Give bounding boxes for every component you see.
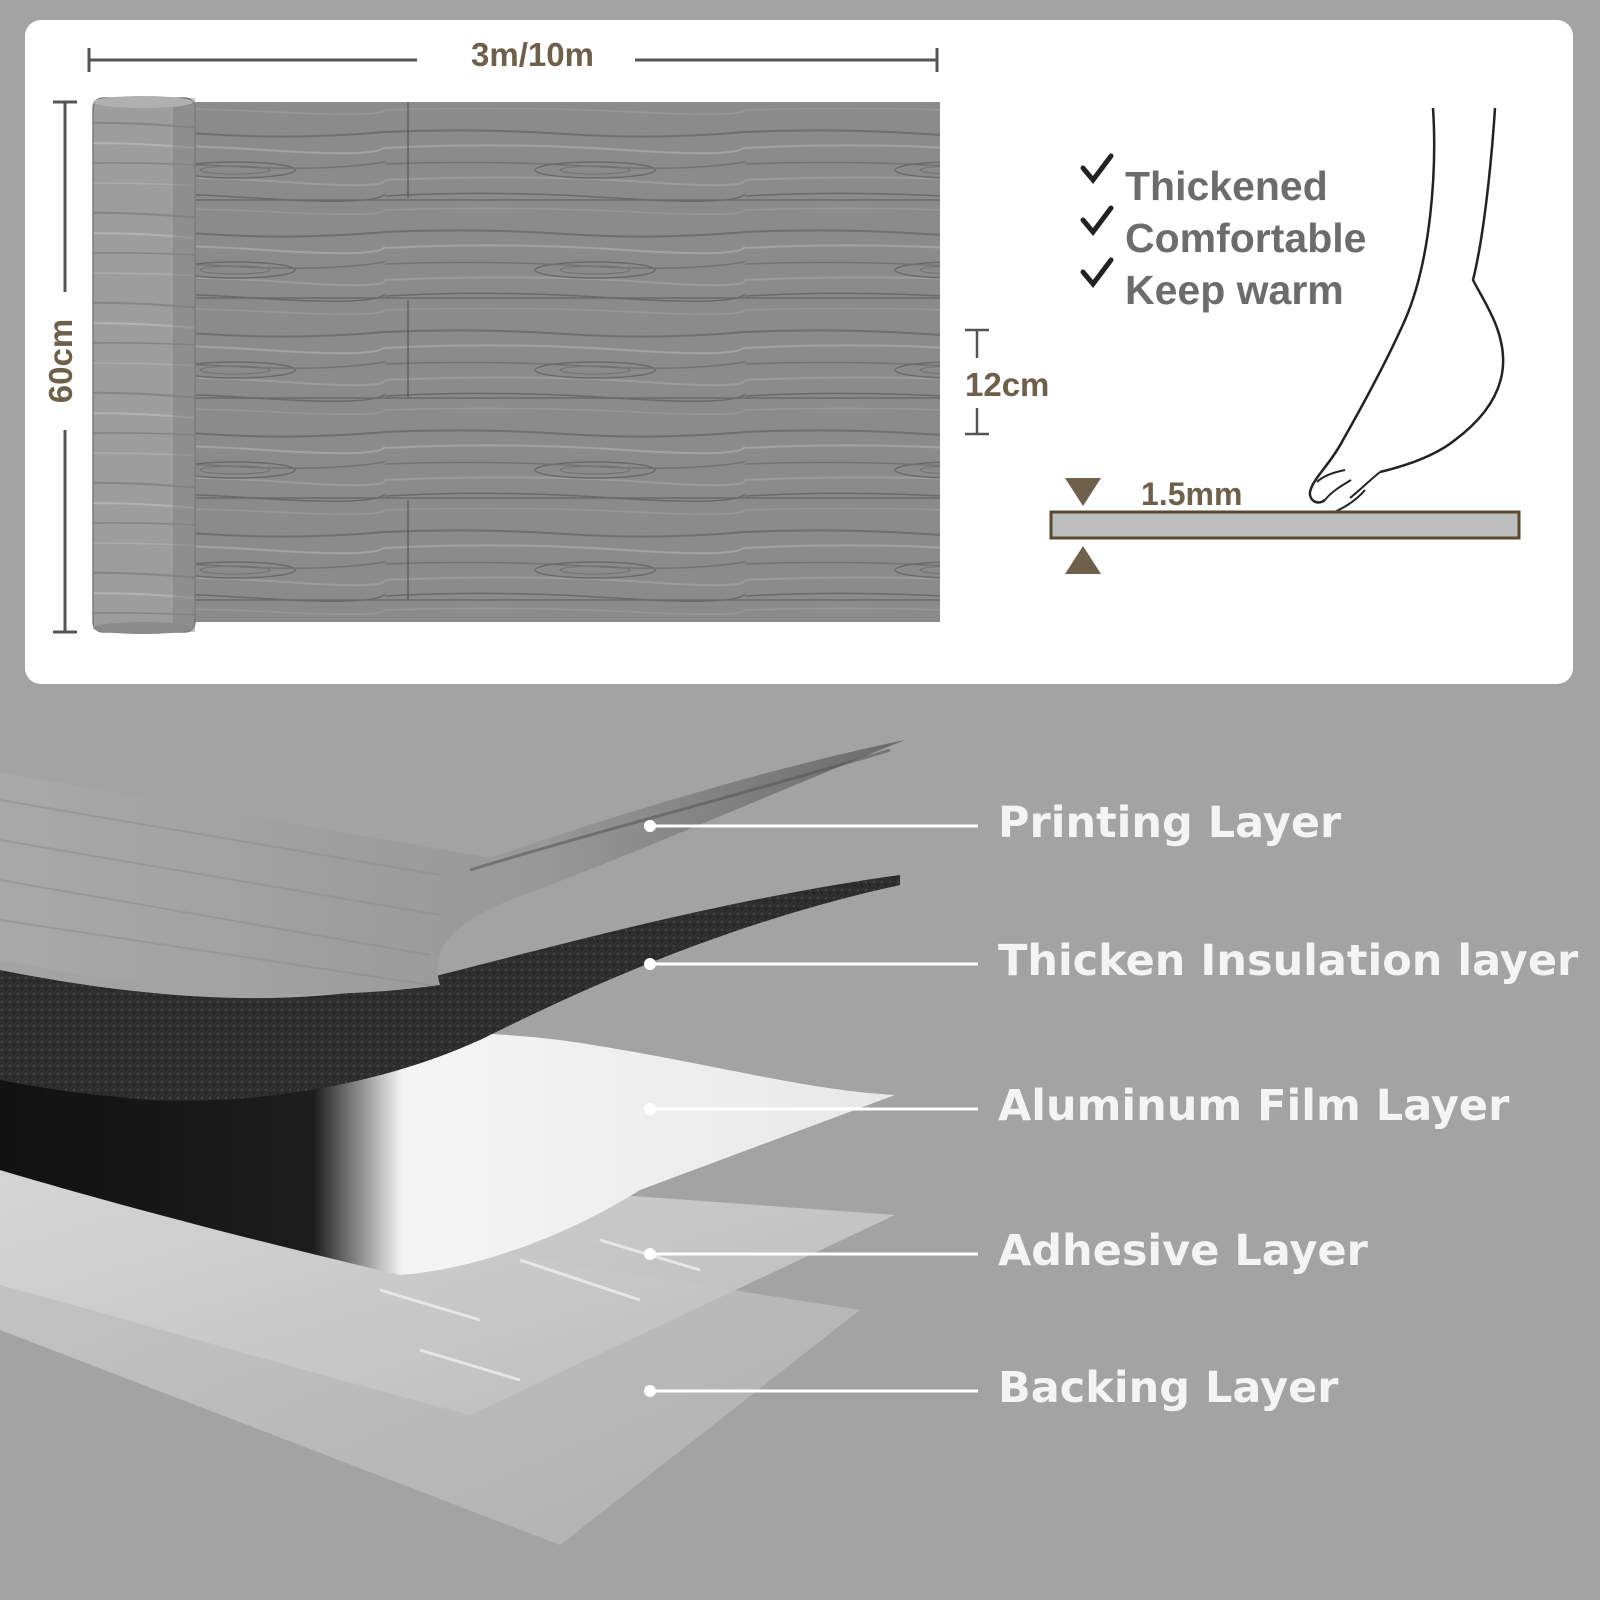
arrow-up-icon bbox=[1065, 546, 1101, 574]
feature-label: Comfortable bbox=[1125, 214, 1367, 261]
feature-item: Keep warm bbox=[1125, 264, 1366, 316]
printing-layer-label: Printing Layer bbox=[998, 798, 1342, 848]
printing-layer-leader bbox=[644, 820, 978, 832]
backing-layer-label: Backing Layer bbox=[998, 1363, 1339, 1413]
feature-item: Thickened bbox=[1125, 160, 1366, 212]
checkmark-icon bbox=[1080, 153, 1114, 185]
adhesive-layer-label: Adhesive Layer bbox=[998, 1226, 1368, 1276]
insulation-layer-label: Thicken Insulation layer bbox=[998, 936, 1579, 986]
aluminum-layer-leader bbox=[644, 1103, 978, 1115]
length-dimension-line bbox=[87, 48, 939, 72]
aluminum-layer-label: Aluminum Film Layer bbox=[998, 1081, 1510, 1131]
plank-width-dimension-line bbox=[965, 328, 989, 436]
checkmark-icon bbox=[1080, 257, 1114, 289]
feature-label: Thickened bbox=[1125, 162, 1328, 209]
arrow-down-icon bbox=[1065, 478, 1101, 506]
thickness-diagram bbox=[1049, 478, 1521, 574]
length-label: 3m/10m bbox=[471, 36, 594, 73]
width-dimension-line bbox=[53, 100, 77, 634]
thickness-label: 1.5mm bbox=[1141, 476, 1243, 512]
plank-width-label: 12cm bbox=[965, 366, 1050, 403]
feature-item: Comfortable bbox=[1125, 212, 1366, 264]
feature-list: Thickened Comfortable Keep warm bbox=[1125, 160, 1366, 316]
product-dimensions-panel: 3m/10m 60cm 12cm 1.5mm Thickened Comfort… bbox=[25, 20, 1573, 684]
checkmark-icon bbox=[1080, 205, 1114, 237]
feature-label: Keep warm bbox=[1125, 266, 1344, 313]
foot-icon bbox=[1308, 107, 1505, 515]
insulation-layer-leader bbox=[644, 958, 978, 970]
insulation-layer-sheet bbox=[0, 875, 900, 1101]
adhesive-layer-leader bbox=[644, 1248, 978, 1260]
product-dimension-drawing bbox=[53, 48, 1521, 634]
backing-layer-leader bbox=[644, 1385, 978, 1397]
wood-sheet bbox=[165, 102, 940, 622]
printing-layer-sheet bbox=[0, 740, 905, 995]
wood-roll bbox=[92, 96, 196, 634]
